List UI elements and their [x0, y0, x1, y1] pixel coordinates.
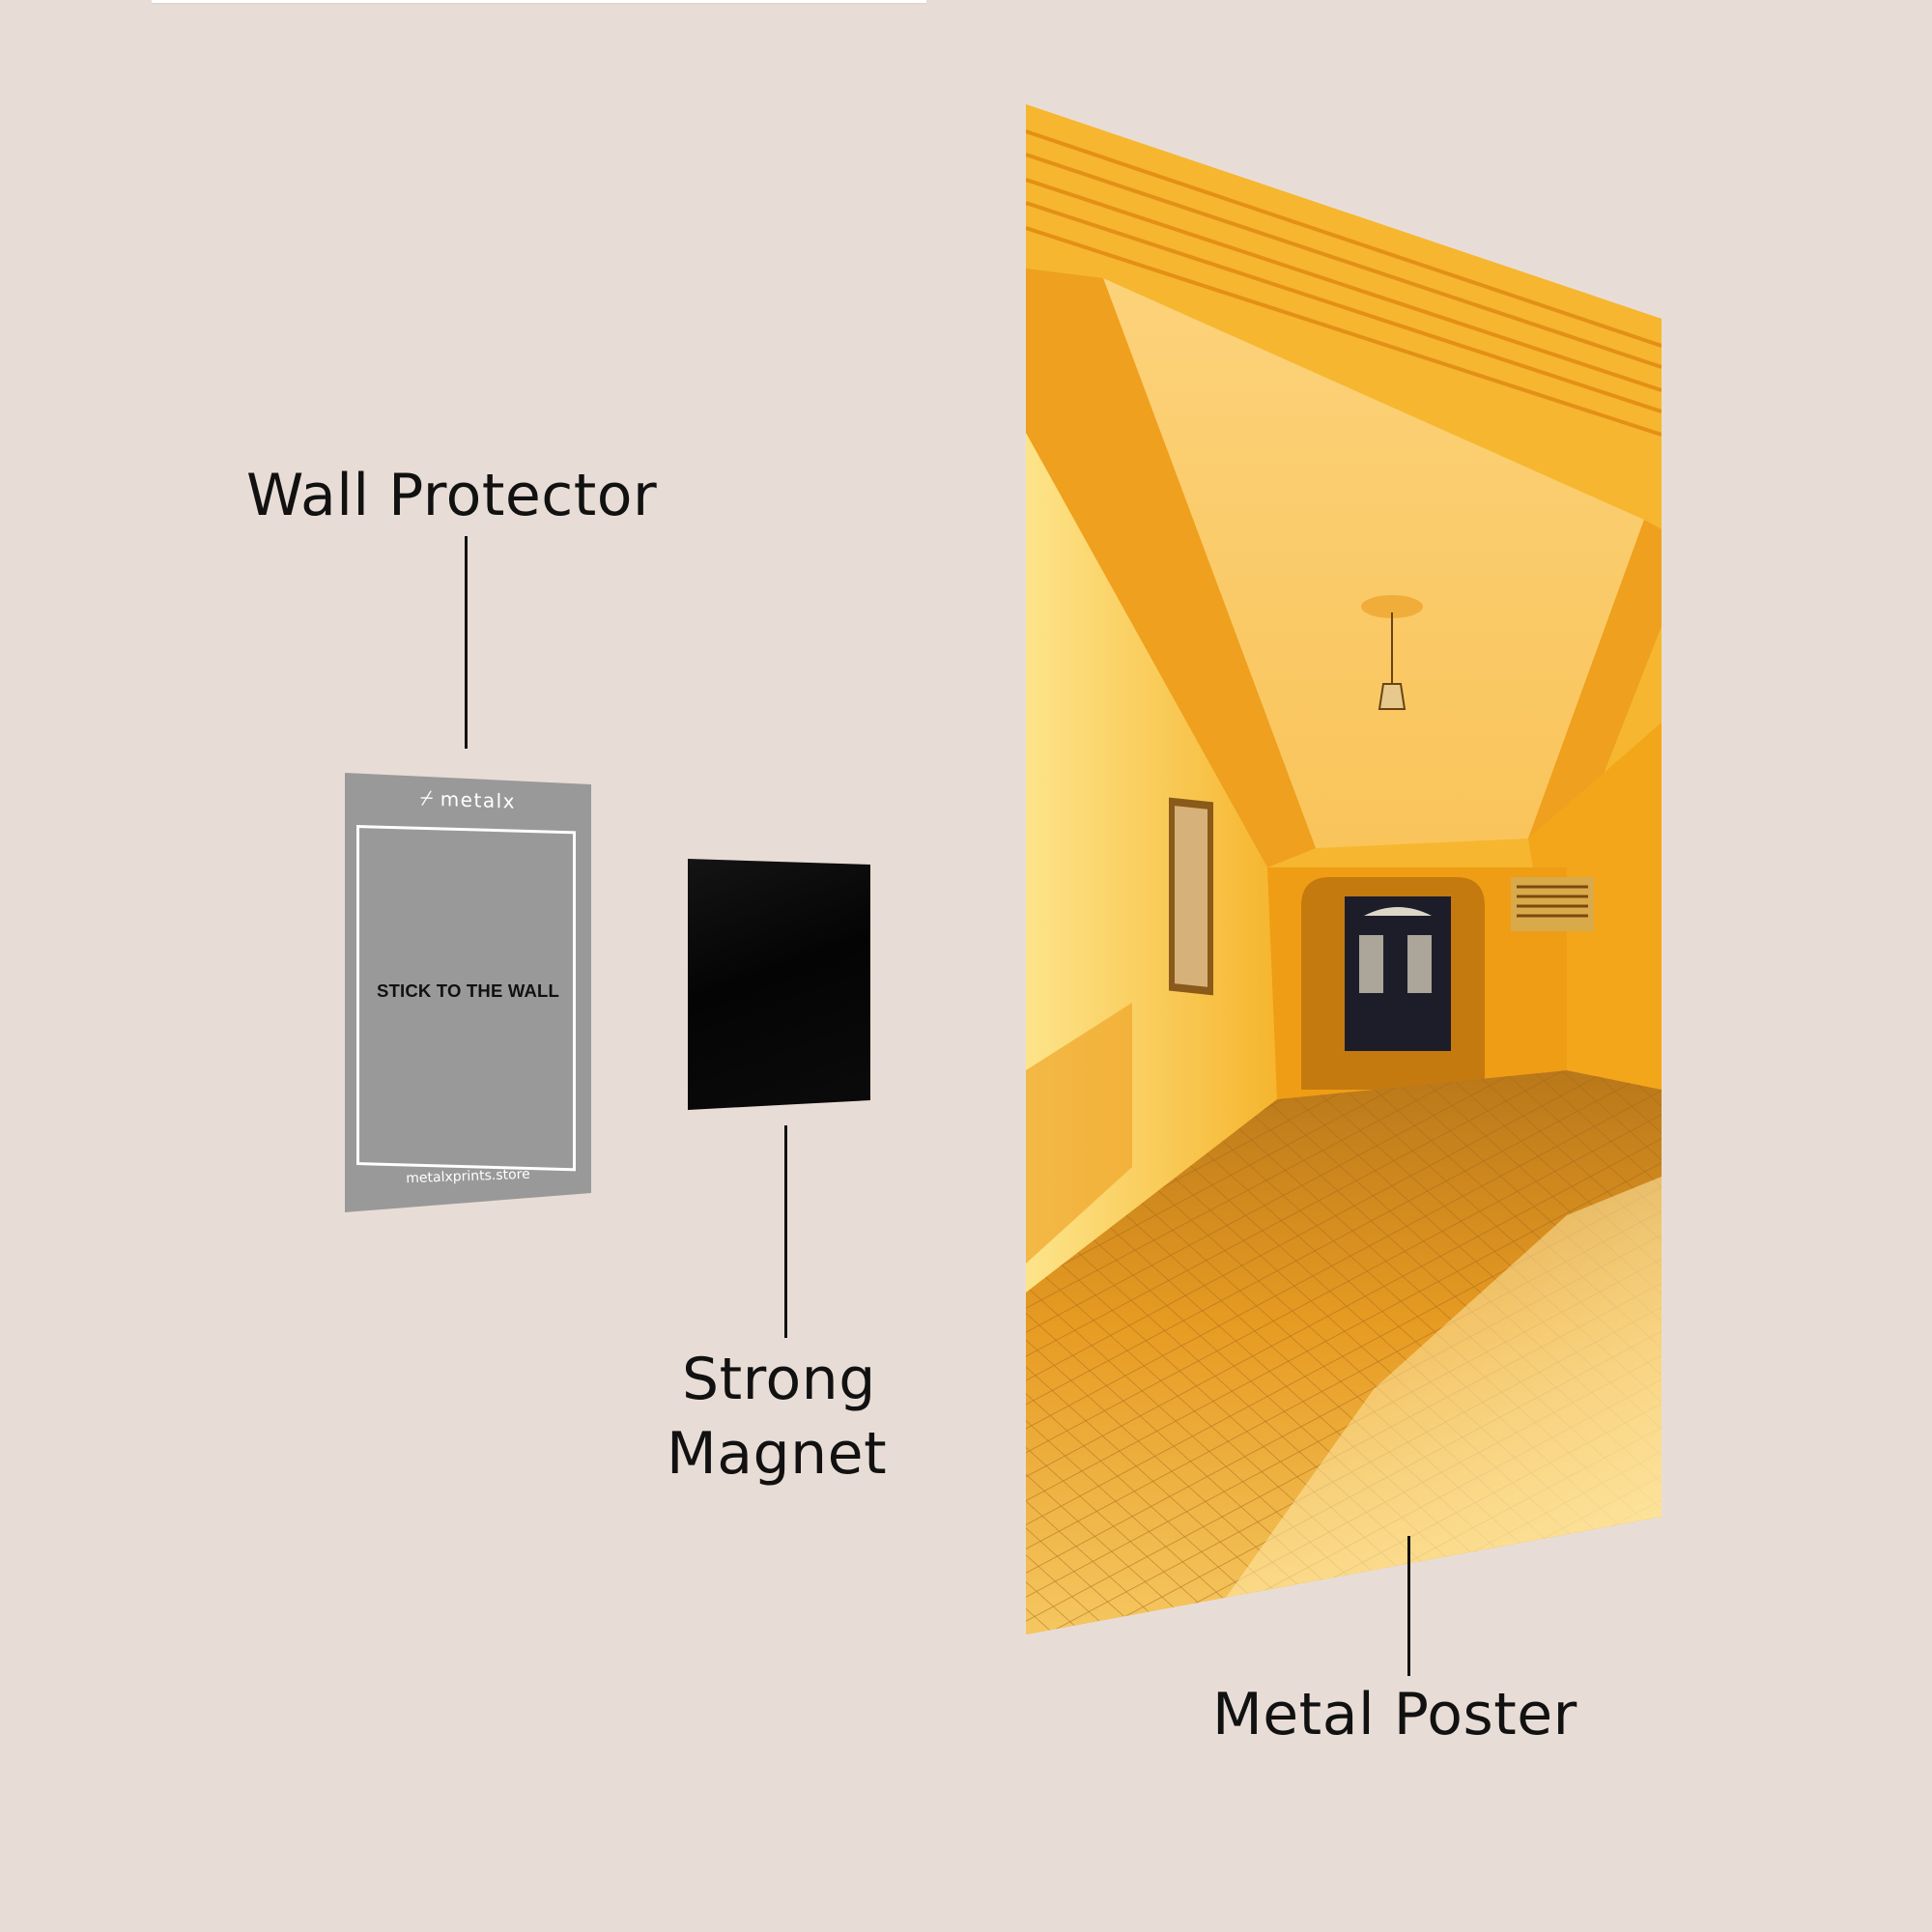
metal-poster-label: Metal Poster	[1212, 1681, 1577, 1748]
metalx-logo-icon: ⌿	[420, 786, 435, 811]
strong-magnet-leader-line	[784, 1125, 787, 1338]
strong-magnet-label-line2: Magnet	[667, 1420, 888, 1488]
wall-protector-label: Wall Protector	[246, 462, 658, 529]
top-edge-strip	[152, 0, 926, 3]
metalx-logo: ⌿metalx	[345, 784, 591, 817]
metalx-logo-text: metalx	[440, 786, 516, 813]
strong-magnet-label-line1: Strong	[682, 1346, 876, 1413]
wall-protector-leader-line	[465, 536, 468, 749]
metal-poster-leader-line	[1407, 1536, 1410, 1676]
store-url-text: metalxprints.store	[405, 1166, 531, 1187]
strong-magnet-plate	[688, 859, 870, 1110]
hallway-photo	[1026, 104, 1662, 1634]
stick-to-wall-text: STICK TO THE WALL	[376, 980, 560, 1001]
metal-poster	[1026, 104, 1662, 1634]
wall-protector-sheet: ⌿metalx STICK TO THE WALL metalxprints.s…	[345, 773, 591, 1212]
